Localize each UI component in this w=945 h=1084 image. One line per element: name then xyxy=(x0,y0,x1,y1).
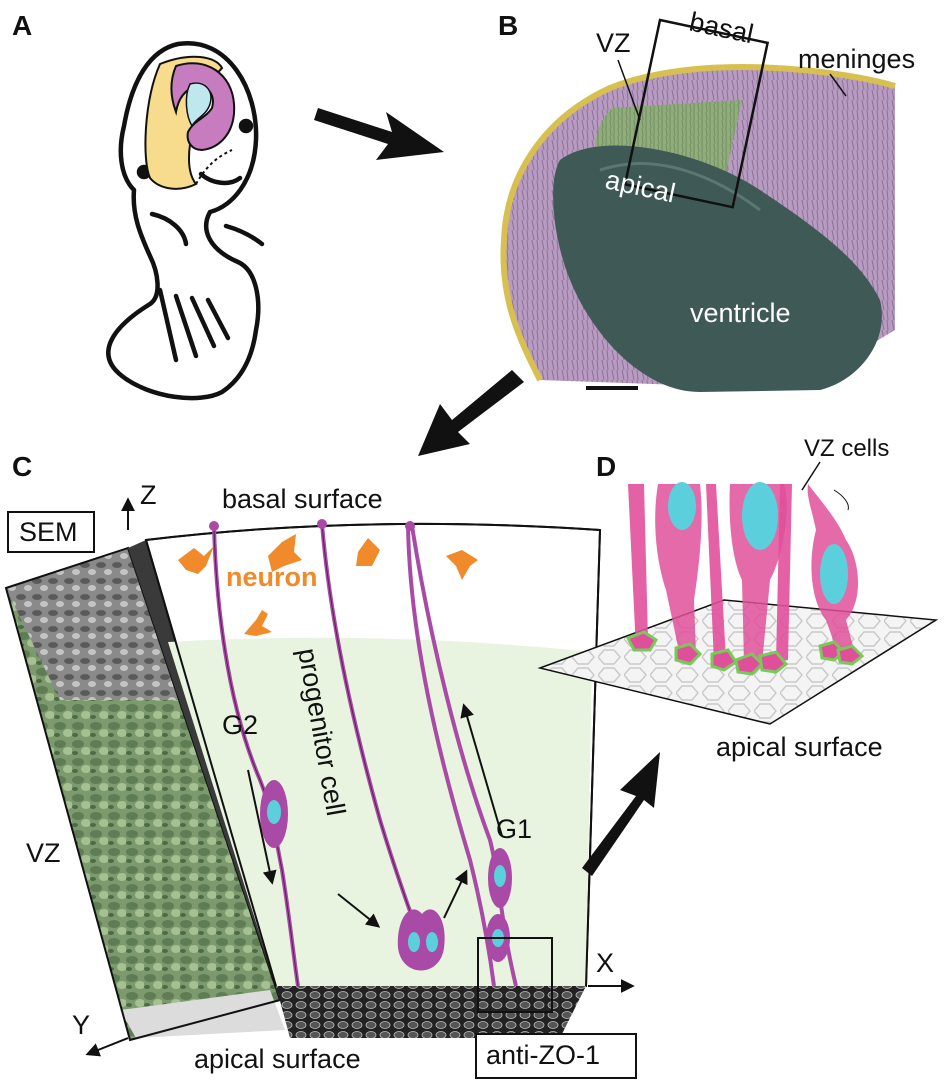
basal-inset-box xyxy=(623,18,770,209)
vz-cells xyxy=(628,482,859,664)
neuron-label: neuron xyxy=(226,562,318,592)
neuron-cell xyxy=(356,538,380,566)
panel-d-label: D xyxy=(596,451,616,482)
g2-label: G2 xyxy=(222,710,258,740)
apical-surface-label-c: apical surface xyxy=(194,1044,361,1074)
y-axis-label: Y xyxy=(72,1010,90,1040)
arrow-c-to-d xyxy=(582,752,660,876)
brain-inner-region xyxy=(170,62,236,152)
ventricle-cavity xyxy=(553,145,882,392)
g1-label: G1 xyxy=(496,814,532,844)
anti-zo1-label: anti-ZO-1 xyxy=(486,1040,600,1070)
movement-arrows xyxy=(247,703,503,928)
apical-surface-label-d: apical surface xyxy=(716,732,883,762)
vz-label: VZ xyxy=(596,28,631,58)
panel-b-label: B xyxy=(498,10,518,41)
vz-side-label: VZ xyxy=(26,838,61,868)
meninges-rim xyxy=(501,64,896,241)
x-axis-label: X xyxy=(596,948,614,978)
neuron-cell xyxy=(446,550,478,580)
anti-zo1-label-box xyxy=(475,1033,637,1079)
basal-label: basal xyxy=(687,7,756,50)
neurons xyxy=(178,534,478,636)
apical-junctions xyxy=(625,630,865,676)
panel-a: A xyxy=(12,10,265,401)
arrow-b-to-c xyxy=(418,370,524,456)
panel-c-label: C xyxy=(12,451,32,482)
z-axis-label: Z xyxy=(140,480,157,510)
panel-b: B VZ basal meninges apical ventricle xyxy=(498,7,915,392)
panel-d: D VZ cells apical surface xyxy=(537,435,939,762)
neuron-cell xyxy=(178,546,214,574)
y-axis-arrow xyxy=(85,1037,129,1057)
vz-shaded-region xyxy=(168,637,592,986)
zoom-inset-box xyxy=(477,937,553,1013)
zo1-strip xyxy=(276,986,586,1038)
cortex-schematic xyxy=(144,522,602,1038)
brain-boundary-dotted xyxy=(195,149,233,185)
meninges-label: meninges xyxy=(798,44,915,74)
arrow-a-to-b xyxy=(314,108,444,160)
embryo-drawing xyxy=(106,40,265,401)
sem-label: SEM xyxy=(19,517,78,547)
neuron-cell xyxy=(268,534,302,572)
nucleus xyxy=(267,800,281,824)
panel-a-label: A xyxy=(12,10,32,41)
dividing-cell xyxy=(397,909,445,971)
vz-cells-label: VZ cells xyxy=(804,435,889,462)
neuron-cell xyxy=(244,610,272,636)
sem-label-box xyxy=(7,511,95,553)
ventricle-label: ventricle xyxy=(690,298,791,328)
basal-surface-label: basal surface xyxy=(222,484,383,514)
brain-ventricle-region xyxy=(185,82,212,128)
panel-c: C Z X Y SEM VZ basal surface xyxy=(4,451,637,1079)
